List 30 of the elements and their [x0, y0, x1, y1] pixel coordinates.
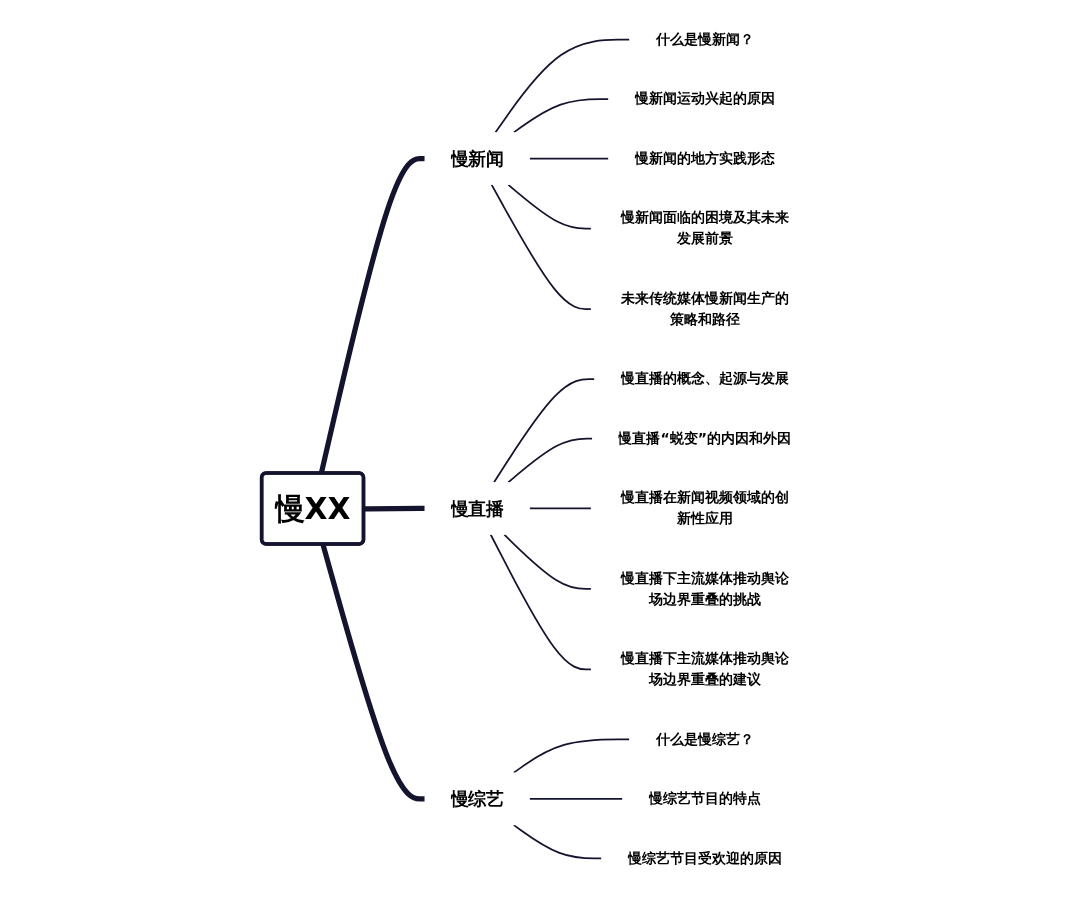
connector — [494, 38, 631, 134]
connector — [507, 183, 592, 230]
node-text: 什么是慢新闻？ — [655, 30, 754, 48]
node-text: 慢直播“蜕变”的内因和外因 — [618, 429, 791, 447]
node-text: 慢直播下主流媒体推动舆论场边界重叠的挑战 — [620, 569, 789, 608]
node-text: 慢综艺节目的特点 — [648, 790, 761, 807]
connector — [490, 183, 592, 310]
node-text: 慢直播的概念、起源与发展 — [620, 370, 789, 387]
node-text: 慢直播在新闻视频领域的创新性应用 — [620, 489, 789, 527]
node-text: 什么是慢综艺？ — [655, 730, 754, 748]
connector — [503, 533, 592, 590]
connector — [489, 533, 592, 671]
node-text: 慢新闻运动兴起的原因 — [634, 90, 775, 107]
connector — [513, 98, 610, 134]
node-text: 慢综艺节目受欢迎的原因 — [627, 849, 782, 867]
connector — [493, 378, 596, 484]
connector — [513, 738, 631, 774]
connector — [507, 437, 594, 484]
node-text: 慢新闻的地方实践形态 — [634, 149, 775, 167]
connector — [320, 543, 425, 802]
connector — [513, 824, 603, 860]
node-text: 慢直播下主流媒体推动舆论场边界重叠的建议 — [620, 650, 789, 688]
node-text: 未来传统媒体慢新闻生产的策略和路径 — [620, 289, 789, 328]
connector — [528, 798, 624, 800]
node-text: 慢新闻面临的困境及其未来发展前景 — [620, 209, 789, 247]
connector — [528, 507, 592, 510]
node-text: 慢综艺 — [450, 788, 504, 810]
connector — [528, 157, 610, 160]
node-text: 慢直播 — [450, 497, 504, 519]
node-text: 慢新闻 — [450, 148, 504, 170]
